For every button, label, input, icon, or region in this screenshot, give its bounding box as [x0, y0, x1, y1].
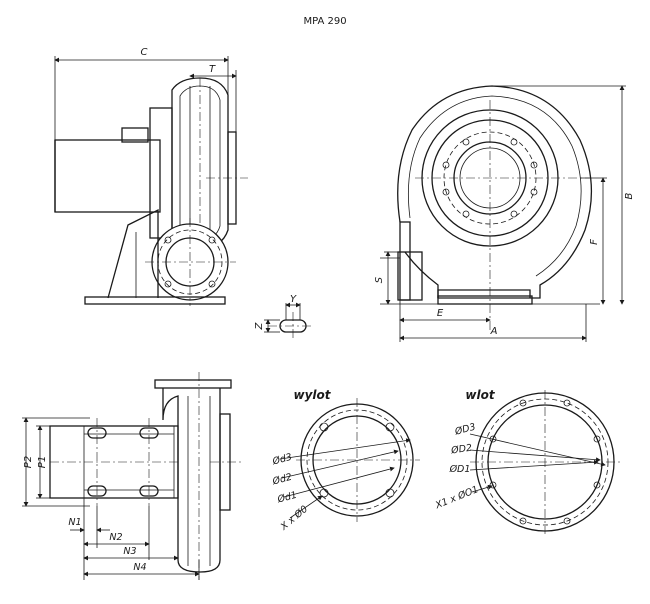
- dim-Z: Z: [254, 321, 265, 330]
- outlet-flange-top: [154, 379, 232, 389]
- outlet-flange-view: wylot Ød3 Ød2 Ød1 X x Ø0: [271, 388, 420, 533]
- dim-P1: P1: [37, 456, 48, 468]
- inlet-label-D2: ØD2: [450, 443, 473, 457]
- dim-N1: N1: [68, 517, 81, 528]
- dim-N3: N3: [123, 546, 136, 557]
- dim-B: B: [624, 192, 635, 199]
- dim-F: F: [589, 239, 600, 245]
- dim-N2: N2: [109, 532, 122, 543]
- outlet-label-d1: Ød1: [276, 490, 299, 506]
- dim-C: C: [141, 47, 148, 58]
- dim-S: S: [374, 276, 385, 283]
- outlet-flange-front: [397, 251, 423, 301]
- side-view: C T: [54, 47, 248, 306]
- outlet-label-holes: X x Ø0: [278, 504, 310, 533]
- drawing-title: MPA 290: [303, 16, 346, 27]
- slot-detail: Y Z: [254, 294, 312, 338]
- base-plate: [84, 296, 226, 305]
- inlet-label-holes: X1 x ØO1: [433, 484, 480, 512]
- dim-Y: Y: [290, 294, 297, 305]
- top-view: P1 P2 N1 N2 N3 N4: [22, 372, 244, 580]
- base-front: [437, 295, 533, 305]
- dim-P2: P2: [23, 456, 34, 468]
- inlet-flange-view: wlot ØD3 ØD2 ØD1 X1 x ØO1: [433, 388, 620, 534]
- support-bracket: [107, 208, 159, 299]
- dim-N4: N4: [133, 562, 146, 573]
- outlet-heading: wylot: [293, 388, 331, 402]
- inlet-heading: wlot: [465, 388, 495, 402]
- front-view: B F S E A: [374, 85, 635, 342]
- inlet-label-D1: ØD1: [449, 464, 471, 475]
- dim-T: T: [209, 64, 216, 75]
- inlet-label-D3: ØD3: [453, 422, 477, 438]
- terminal-box: [121, 127, 149, 143]
- dim-A: A: [490, 326, 498, 337]
- dim-E: E: [437, 308, 444, 319]
- motor-body: [54, 139, 161, 213]
- motor-flange: [149, 107, 173, 239]
- volute-front: [397, 85, 593, 299]
- outlet-label-d2: Ød2: [271, 472, 294, 488]
- outlet-label-d3: Ød3: [271, 452, 294, 468]
